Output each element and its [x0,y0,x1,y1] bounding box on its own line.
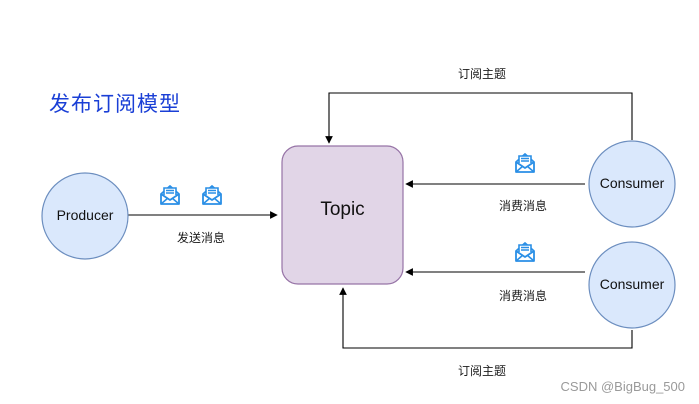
edge-label-subscribe-bottom: 订阅主题 [458,364,507,378]
topic-label: Topic [320,199,365,220]
diagram-title: 发布订阅模型 [49,92,181,116]
topic-node [281,145,404,285]
edge-label-consume-1: 消费消息 [499,199,548,213]
edge-label-consume-2: 消费消息 [499,289,548,303]
edge-subscribe-bottom [339,287,633,349]
message-envelope-icon [202,185,222,205]
producer-node [41,172,129,260]
edge-label-send: 发送消息 [177,231,226,245]
message-envelope-icon [515,153,535,173]
edge-subscribe-top [325,92,633,144]
message-envelope-icon [160,185,180,205]
consumer-label-1: Consumer [599,175,665,191]
consumer-label-2: Consumer [599,276,665,292]
edge-label-subscribe-top: 订阅主题 [458,67,507,81]
consumer-node-2 [588,241,676,329]
producer-label: Producer [56,207,114,223]
consumer-node-1 [588,140,676,228]
message-envelope-icon [515,242,535,262]
watermark: CSDN @BigBug_500 [560,379,685,394]
